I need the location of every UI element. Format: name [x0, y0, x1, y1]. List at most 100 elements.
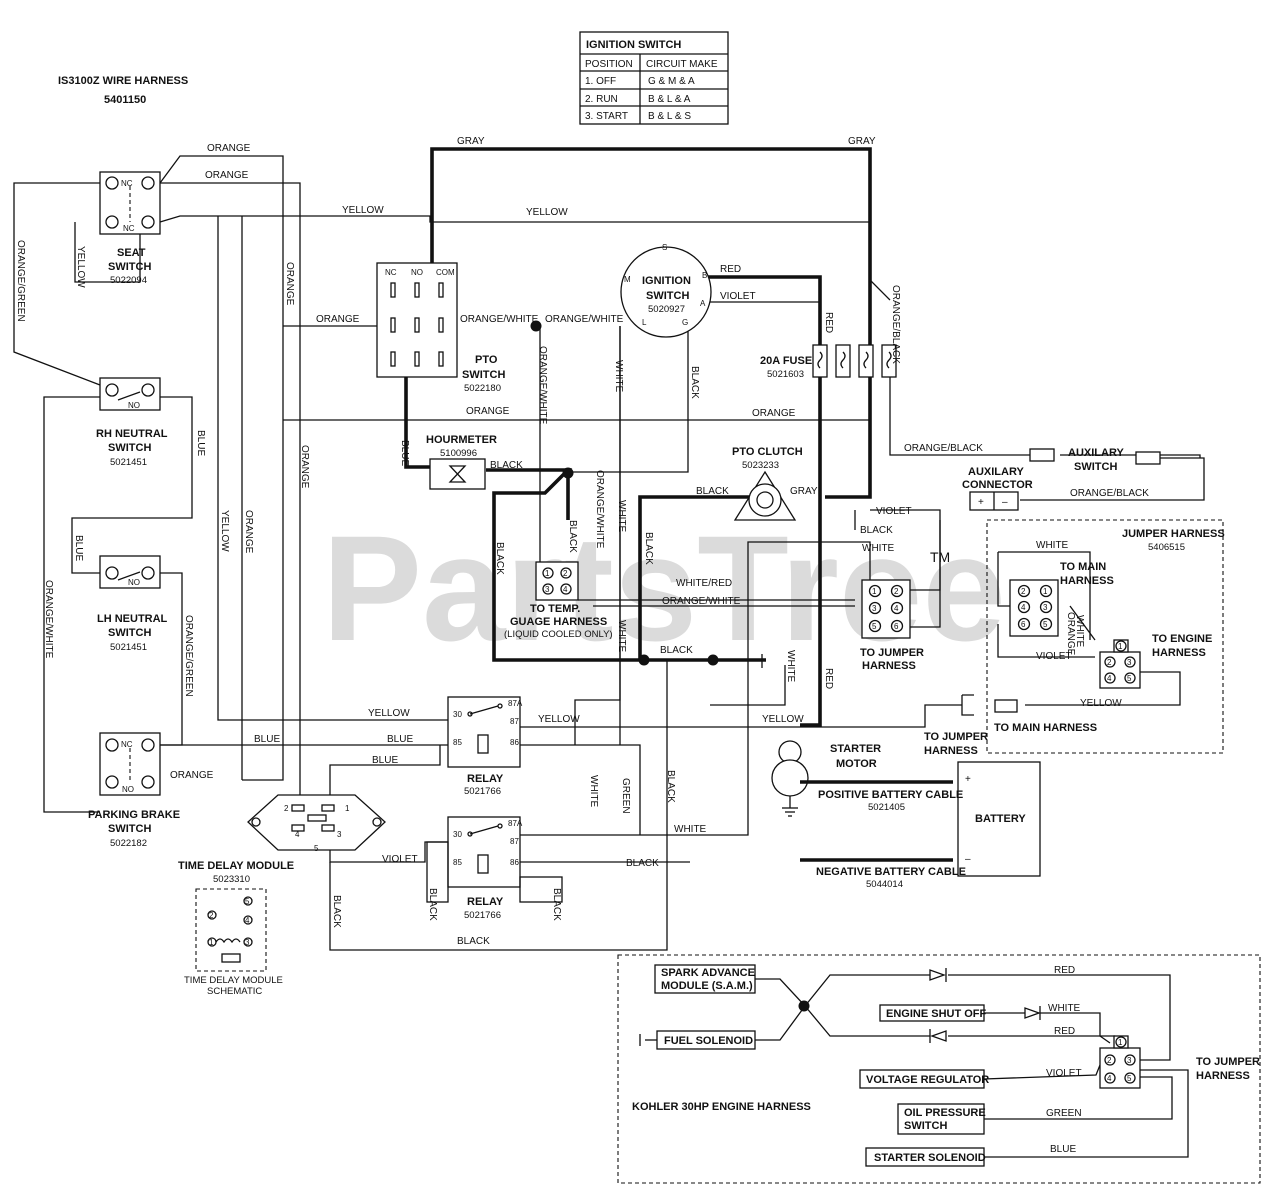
pin-5: 5 [245, 897, 250, 906]
wire-label: WHITE [616, 500, 627, 533]
pin-3: 3 [1127, 1056, 1132, 1065]
wire-label: BLUE [73, 535, 84, 561]
wire-label: WHITE [674, 824, 707, 835]
pin-1: 1 [1043, 587, 1048, 596]
pto-switch-label: PTO [475, 354, 498, 366]
wire-label: YELLOW [219, 510, 230, 552]
wire-label: VIOLET [720, 291, 756, 302]
pin-86: 86 [510, 858, 519, 867]
wire-label: RED [1054, 1026, 1075, 1037]
wire-label: BLACK [665, 770, 676, 803]
pin-3: 3 [1043, 603, 1048, 612]
pin-no: NO [128, 578, 140, 587]
wire-label: WHITE [1036, 540, 1069, 551]
wire-label: RED [823, 668, 834, 689]
fuel-solenoid-label: FUEL SOLENOID [664, 1035, 753, 1047]
pin-85: 85 [453, 738, 462, 747]
lh-neutral-label: LH NEUTRAL [97, 613, 168, 625]
starter-motor-label: STARTER [830, 743, 881, 755]
pin-30: 30 [453, 830, 462, 839]
pin-a: A [700, 299, 706, 308]
to-engine-label: HARNESS [1152, 647, 1206, 659]
wire-label: BLUE [372, 755, 398, 766]
pin-5: 5 [872, 622, 877, 631]
jumper-harness: JUMPER HARNESS 5406515 2 1 4 3 6 5 TO MA… [986, 519, 1225, 754]
pto-clutch: PTO CLUTCH 5023233 [732, 446, 803, 521]
wire-label: YELLOW [368, 708, 410, 719]
wire-label: BLUE [387, 734, 413, 745]
pin-s: S [662, 243, 667, 252]
relay-2-pn: 5021766 [464, 910, 501, 921]
plus-sign: + [978, 497, 984, 508]
wire-label: BLACK [860, 525, 893, 536]
pin-2: 2 [209, 911, 214, 920]
parking-brake-label: PARKING BRAKE [88, 809, 180, 821]
pin-nc: NC [385, 268, 397, 277]
pto-clutch-pn: 5023233 [742, 460, 779, 471]
wire-label: ORANGE [243, 510, 254, 554]
pin-4: 4 [1021, 603, 1026, 612]
wire-label: WHITE [613, 360, 624, 393]
thick-wires [404, 147, 953, 862]
oil-pressure-label: OIL PRESSURE [904, 1107, 986, 1119]
wire-label: ORANGE/WHITE [545, 314, 624, 325]
wire-label: ORANGE/GREEN [15, 240, 26, 322]
auxilary-switch-label: AUXILARY [1068, 447, 1124, 459]
pin-2: 2 [1021, 587, 1026, 596]
wire-label: ORANGE/BLACK [890, 285, 901, 364]
aux-connector-label: CONNECTOR [962, 479, 1033, 491]
pin-no: NO [128, 401, 140, 410]
pin-87: 87 [510, 717, 519, 726]
pin-4: 4 [245, 916, 250, 925]
pin-3: 3 [337, 830, 342, 839]
kohler-engine-harness: SPARK ADVANCE MODULE (S.A.M.) ENGINE SHU… [617, 954, 1261, 1184]
wire-label: ORANGE [207, 143, 251, 154]
pin-nc: NC [121, 740, 133, 749]
auxilary-switch: AUXILARY SWITCH [1029, 447, 1161, 473]
starter-motor: STARTER MOTOR [771, 740, 881, 817]
pin-87a: 87A [508, 699, 523, 708]
pin-3: 3 [545, 585, 550, 594]
wire-label: ORANGE [316, 314, 360, 325]
wire-label: YELLOW [342, 205, 384, 216]
auxilary-connector: + – AUXILARY CONNECTOR [962, 466, 1033, 511]
wire-label: ORANGE [299, 445, 310, 489]
oil-pressure-label: SWITCH [904, 1120, 947, 1132]
to-jumper-2-label: HARNESS [924, 745, 978, 757]
table-header-position: POSITION [585, 59, 633, 70]
pin-b: B [702, 271, 707, 280]
wire-label: VIOLET [382, 854, 418, 865]
pin-5: 5 [1043, 620, 1048, 629]
lh-neutral-label: SWITCH [108, 627, 151, 639]
wire-label: WHITE [1074, 615, 1085, 648]
wire-label: VIOLET [1046, 1068, 1082, 1079]
wire-label: ORANGE/WHITE [662, 596, 741, 607]
wire-label: RED [823, 312, 834, 333]
sam-label: MODULE (S.A.M.) [661, 980, 753, 992]
wire-label: BLACK [689, 366, 700, 399]
time-delay-schematic: SCHEMATIC [207, 986, 262, 997]
table-cell: 2. RUN [585, 94, 618, 105]
wire-label: BLACK [331, 895, 342, 928]
wire-label: ORANGE/WHITE [43, 580, 54, 659]
time-delay-label: TIME DELAY MODULE [178, 860, 294, 872]
pin-1: 1 [345, 804, 350, 813]
wire-label: RED [1054, 965, 1075, 976]
pin-4: 4 [1107, 1074, 1112, 1083]
fuse-block: 20A FUSE 5021603 [760, 344, 897, 380]
wire-label: GRAY [457, 136, 485, 147]
pin-5: 5 [314, 844, 319, 853]
pin-2: 2 [284, 804, 289, 813]
thin-wires [13, 155, 1205, 951]
seat-switch-label: SEAT [117, 247, 146, 259]
pto-clutch-label: PTO CLUTCH [732, 446, 803, 458]
pin-nc: NC [121, 179, 133, 188]
table-cell: B & L & S [648, 111, 691, 122]
wire-label: BLACK [567, 520, 578, 553]
pin-m: M [624, 275, 631, 284]
to-engine-label: TO ENGINE [1152, 633, 1212, 645]
pin-5: 5 [1127, 1074, 1132, 1083]
pin-4: 4 [1107, 674, 1112, 683]
rh-neutral-switch: NO RH NEUTRAL SWITCH 5021451 [96, 377, 168, 468]
jumper-harness-label: JUMPER HARNESS [1122, 528, 1225, 540]
